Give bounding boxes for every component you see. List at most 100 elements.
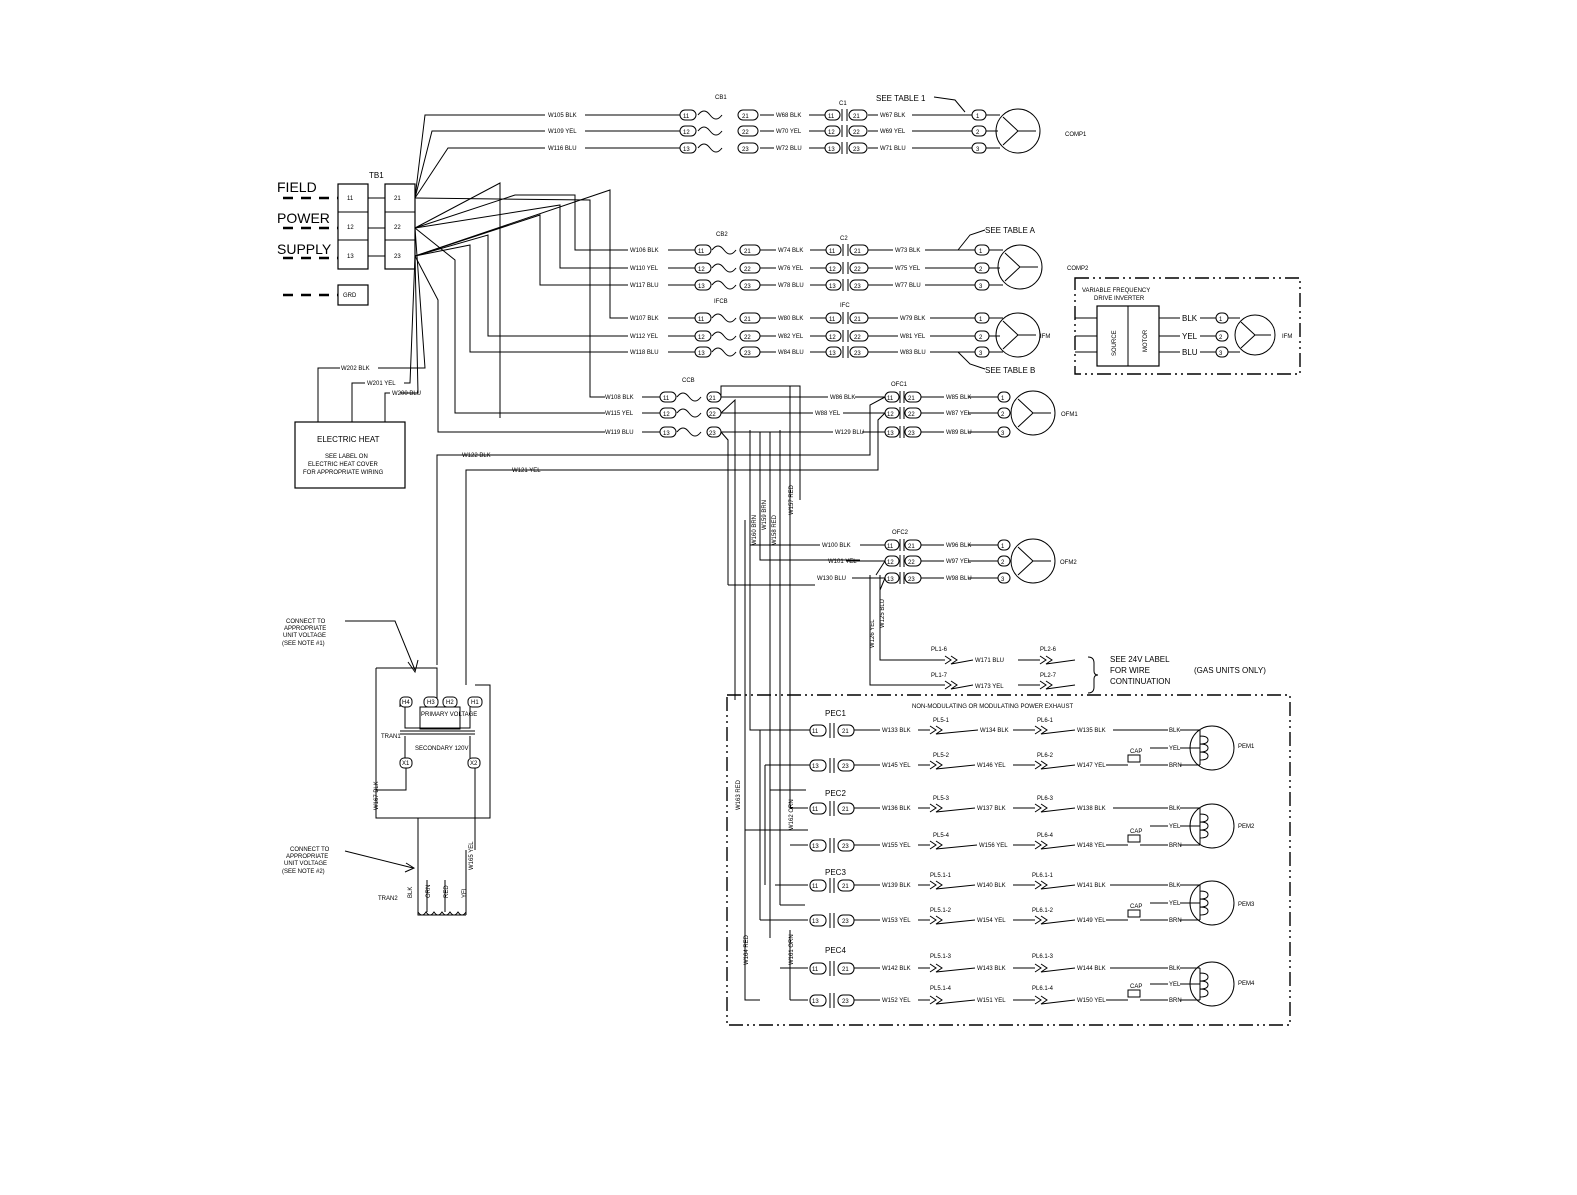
tran2: CONNECT TO APPROPRIATE UNIT VOLTAGE (SEE… — [282, 818, 468, 916]
feed-wire-yel: W121 YEL — [512, 468, 541, 474]
comp2-wire-mid-2: W76 YEL — [778, 266, 804, 272]
c2-label: C2 — [840, 236, 848, 242]
svg-text:21: 21 — [854, 249, 861, 255]
svg-text:21: 21 — [842, 729, 849, 735]
ifm-wire-mid-1: W80 BLK — [778, 316, 803, 322]
svg-text:11: 11 — [812, 884, 819, 890]
svg-text:13: 13 — [887, 431, 894, 437]
svg-text:21: 21 — [709, 396, 716, 402]
see-24v-note-2: FOR WIRE — [1110, 666, 1150, 675]
pec2-top-w1: W136 BLK — [882, 806, 911, 812]
pec3-brn: BRN — [1169, 918, 1182, 924]
svg-text:11: 11 — [663, 396, 670, 402]
svg-text:21: 21 — [853, 114, 860, 120]
pec1-top-w1: W133 BLK — [882, 728, 911, 734]
tran2-lead-blk: BLK — [408, 887, 414, 898]
pec4-bot-w2: W151 YEL — [977, 998, 1006, 1004]
ofm1-wire-out-3: W89 BLU — [946, 430, 972, 436]
pec4-top-w3: W144 BLK — [1077, 966, 1106, 972]
vfd-motor-label: MOTOR — [1143, 329, 1149, 352]
svg-text:22: 22 — [854, 267, 861, 273]
cb2-label: CB2 — [716, 232, 728, 238]
vfd-out-blu: BLU — [1182, 348, 1198, 357]
svg-text:13: 13 — [698, 284, 705, 290]
pec4-bot-w1: W152 YEL — [882, 998, 911, 1004]
field-label: FIELD — [277, 179, 317, 195]
svg-text:22: 22 — [742, 130, 749, 136]
svg-text:23: 23 — [744, 351, 751, 357]
comp2-wire-out-2: W75 YEL — [895, 266, 921, 272]
vertical-wire-1: W160 BRN — [752, 515, 758, 545]
svg-text:23: 23 — [908, 431, 915, 437]
ifm-wire-in-3: W118 BLU — [630, 350, 659, 356]
see-24v-note-3: CONTINUATION — [1110, 677, 1171, 686]
pec3-top-w3: W141 BLK — [1077, 883, 1106, 889]
see-24v-note-1: SEE 24V LABEL — [1110, 655, 1170, 664]
electric-heat-wire-3: W200 BLU — [392, 391, 421, 397]
pec2-unit: PEC2 PEM2 11 21 13 23 W136 BLK PL5-3 — [809, 789, 1255, 853]
pec2-top-lead: BLK — [1169, 806, 1180, 812]
pec1-top-lead: BLK — [1169, 728, 1180, 734]
pec2-bot-pl5: PL5-4 — [933, 833, 950, 839]
svg-text:11: 11 — [812, 729, 819, 735]
pec1-yel: YEL — [1169, 746, 1181, 752]
tb1-terminal-21: 21 — [394, 196, 401, 202]
tran1-x1: X1 — [402, 761, 410, 767]
pem2-label: PEM2 — [1238, 824, 1255, 830]
comp1-circuit: SEE TABLE 1 CB1 C1 COMP1 W105 BLK W109 Y… — [548, 94, 1087, 154]
pec2-yel: YEL — [1169, 824, 1181, 830]
svg-text:22: 22 — [854, 335, 861, 341]
svg-text:1: 1 — [979, 317, 983, 323]
electric-heat-note-2: ELECTRIC HEAT COVER — [308, 462, 378, 468]
tran1-x2: X2 — [470, 761, 478, 767]
pec1-unit: PEC1 PEM1 11 21 13 23 W133 BLK PL5-1 — [809, 709, 1255, 773]
tran1-wire-yel: W165 YEL — [469, 841, 475, 870]
tran2-note-2: APPROPRIATE — [286, 854, 328, 860]
tb1-terminal-23: 23 — [394, 254, 401, 260]
comp2-wire-out-1: W73 BLK — [895, 248, 920, 254]
svg-text:1: 1 — [976, 114, 980, 120]
ofm1-wire-out-2: W87 YEL — [946, 411, 972, 417]
pec1-label: PEC1 — [825, 709, 846, 718]
svg-text:13: 13 — [812, 999, 819, 1005]
tb1-terminal-13: 13 — [347, 254, 354, 260]
tran2-lead-orn: ORN — [426, 885, 432, 898]
ifm-wire-mid-2: W82 YEL — [778, 334, 804, 340]
pec3-top-w2: W140 BLK — [977, 883, 1006, 889]
pec4-bot-pl5: PL5.1-4 — [930, 986, 952, 992]
ifm-label: IFM — [1040, 334, 1050, 340]
side-wire-2: W162 ORN — [789, 799, 795, 830]
pec2-brn: BRN — [1169, 843, 1182, 849]
pec4-yel: YEL — [1169, 982, 1181, 988]
tran1-note-2: APPROPRIATE — [284, 626, 326, 632]
pec4-top-w1: W142 BLK — [882, 966, 911, 972]
power-exhaust: NON-MODULATING OR MODULATING POWER EXHAU… — [726, 530, 1291, 1026]
svg-text:13: 13 — [812, 764, 819, 770]
svg-text:2: 2 — [979, 267, 983, 273]
svg-text:11: 11 — [829, 317, 836, 323]
pl2-6-label: PL2-6 — [1040, 647, 1057, 653]
comp1-wire-out-3: W71 BLU — [880, 146, 906, 152]
tran2-note-3: UNIT VOLTAGE — [284, 861, 327, 867]
svg-text:11: 11 — [887, 544, 894, 550]
tran2-lead-red: RED — [444, 885, 450, 898]
svg-text:12: 12 — [828, 130, 835, 136]
pec4-top-pl6: PL6.1-3 — [1032, 954, 1054, 960]
svg-text:3: 3 — [979, 284, 983, 290]
svg-text:2: 2 — [1001, 560, 1005, 566]
svg-text:2: 2 — [1219, 335, 1223, 341]
svg-text:22: 22 — [744, 335, 751, 341]
ofm1-circuit: CCB OFC1 OFM1 W108 BLK W115 YEL W119 BLU… — [436, 378, 1078, 665]
pec3-bot-w3: W149 YEL — [1077, 918, 1106, 924]
electric-heat-wire-1: W202 BLK — [341, 366, 370, 372]
svg-text:12: 12 — [887, 412, 894, 418]
tran2-note-1: CONNECT TO — [290, 847, 330, 853]
svg-text:11: 11 — [698, 317, 705, 323]
supply-label: SUPPLY — [277, 241, 332, 257]
ifc-label: IFC — [840, 303, 850, 309]
pec2-bot-w3: W148 YEL — [1077, 843, 1106, 849]
svg-text:3: 3 — [1219, 351, 1223, 357]
pec2-cap: CAP — [1130, 829, 1142, 835]
svg-text:13: 13 — [829, 351, 836, 357]
comp2-wire-in-3: W117 BLU — [630, 283, 659, 289]
